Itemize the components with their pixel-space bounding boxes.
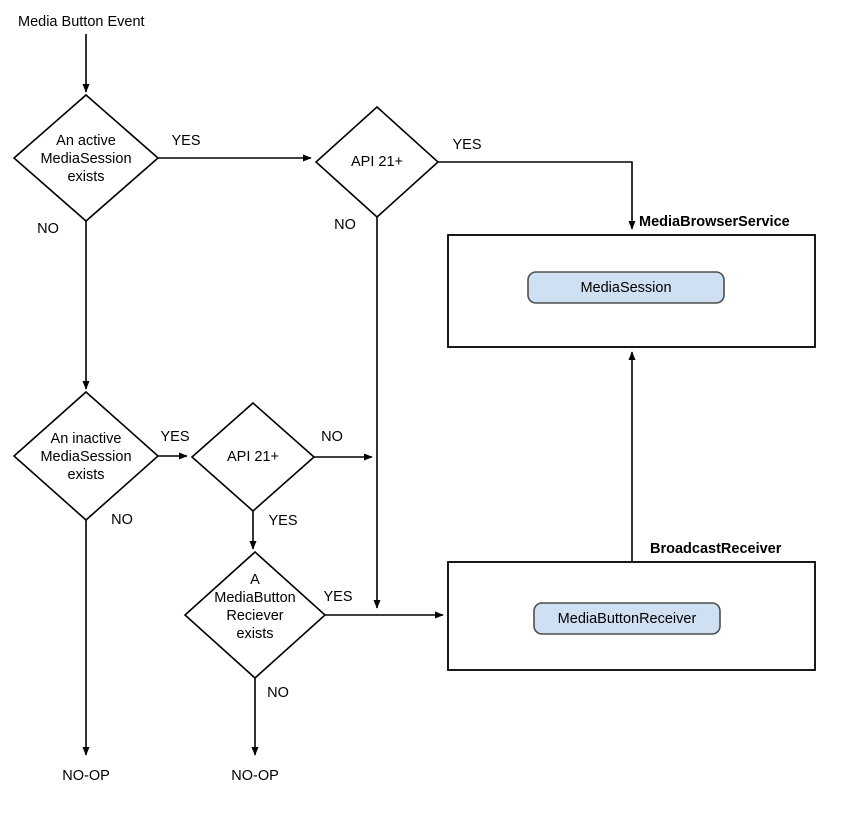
decision-inactive-mediasession-line2: MediaSession [40, 449, 131, 465]
edge-label-api21-top-no: NO [334, 217, 356, 233]
edge-label-active-no: NO [37, 221, 59, 237]
edge-label-inactive-no: NO [111, 512, 133, 528]
terminal-noop-left: NO-OP [62, 768, 110, 784]
edge-label-mbr-yes: YES [323, 589, 352, 605]
container-title-media-browser-service: MediaBrowserService [639, 214, 790, 230]
edge-label-active-yes: YES [171, 133, 200, 149]
edge-api21-top-yes [438, 161, 636, 230]
start-label: Media Button Event [18, 14, 145, 30]
decision-mediabutton-receiver-line2: MediaButton [214, 590, 295, 606]
container-title-broadcast-receiver: BroadcastReceiver [650, 541, 782, 557]
edge-label-mbr-no: NO [267, 685, 289, 701]
decision-mediabutton-receiver-line1: A [250, 572, 260, 588]
edge-label-api21-bottom-yes: YES [268, 513, 297, 529]
edge-label-api21-top-yes: YES [452, 137, 481, 153]
decision-active-mediasession-line2: MediaSession [40, 151, 131, 167]
component-mediasession-label: MediaSession [580, 280, 671, 296]
decision-mediabutton-receiver-line3: Reciever [226, 608, 283, 624]
decision-inactive-mediasession-line1: An inactive [51, 431, 122, 447]
decision-active-mediasession-line1: An active [56, 133, 116, 149]
decision-mediabutton-receiver-line4: exists [236, 626, 273, 642]
decision-active-mediasession-line3: exists [67, 169, 104, 185]
decision-inactive-mediasession-line3: exists [67, 467, 104, 483]
component-mediabuttonreceiver[interactable] [533, 602, 721, 635]
decision-api21-top-label: API 21+ [351, 154, 403, 170]
decision-api21-bottom-label: API 21+ [227, 449, 279, 465]
container-media-browser-service [447, 234, 816, 348]
terminal-noop-middle: NO-OP [231, 768, 279, 784]
component-mediabuttonreceiver-label: MediaButtonReceiver [558, 611, 697, 627]
edge-label-inactive-yes: YES [160, 429, 189, 445]
edge-label-api21-bottom-no: NO [321, 429, 343, 445]
component-mediasession[interactable] [527, 271, 725, 304]
